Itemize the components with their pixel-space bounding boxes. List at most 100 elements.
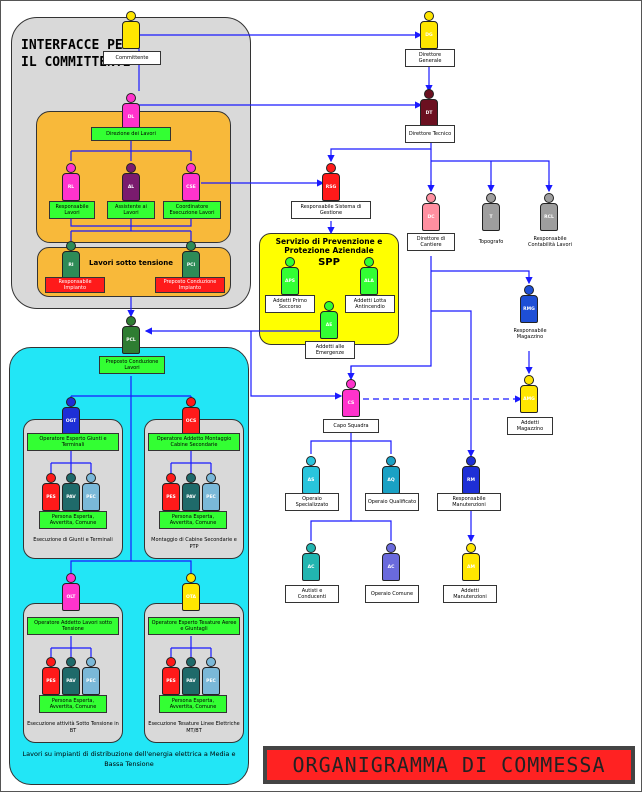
ota-box: Operatore Esperto Tesature Aeree e Giunt… [148, 617, 240, 635]
person-head [386, 543, 396, 553]
person-code: AS [307, 477, 315, 483]
person-code: AC [307, 564, 315, 570]
person-code: PEC [86, 678, 96, 684]
person-body: AL [122, 173, 140, 201]
person-head [186, 163, 196, 173]
cabine-caption: Montaggio di Cabine Secondarie e PTP [151, 537, 237, 550]
person-body: PEC [202, 483, 220, 511]
preposto-pcl-box: Preposto Conduzione Lavori [99, 356, 165, 374]
al-person-icon: AL [122, 163, 140, 201]
person-body: PCI [182, 251, 200, 279]
person-head [66, 163, 76, 173]
rm-label: Responsabile Manutenzioni [437, 493, 501, 511]
pec-person-icon: PEC [82, 473, 100, 511]
rl-person-icon: RL [62, 163, 80, 201]
person-head [486, 193, 496, 203]
person-body: OCS [182, 407, 200, 435]
dc-person-icon: DC [422, 193, 440, 231]
person-head [285, 257, 295, 267]
rmg-person-icon: RMG [520, 285, 538, 323]
person-code: PEC [206, 494, 216, 500]
person-code: PCL [126, 337, 136, 343]
ae-person-icon: AE [320, 301, 338, 339]
responsabile-impianto-box: Responsabile Impianto [45, 277, 105, 293]
ac2-label: Operaio Comune [365, 585, 419, 603]
person-body: AM [462, 553, 480, 581]
person-code: PEC [86, 494, 96, 500]
aps-person-icon: APS [281, 257, 299, 295]
person-code: APS [284, 278, 296, 284]
person-body: OLT [62, 583, 80, 611]
cs-person-icon: CS [342, 379, 360, 417]
person-head [186, 473, 196, 483]
ae-label: Addetti alle Emergenze [305, 341, 355, 359]
person-body: AQ [382, 466, 400, 494]
pes-person-icon: PES [42, 473, 60, 511]
responsabile-lavori-box: Responsabile Lavori [49, 201, 95, 219]
person-body [122, 21, 140, 49]
person-code: PAV [186, 678, 196, 684]
coordinatore-box: Coordinatore Esecuzione Lavori [163, 201, 221, 219]
pec-person-icon: PEC [82, 657, 100, 695]
person-head [524, 285, 534, 295]
person-body: ALA [360, 267, 378, 295]
tesature-caption: Esecuzione Tesature Linee Elettriche MT/… [148, 721, 240, 734]
pes-person-icon: PES [162, 657, 180, 695]
person-head [206, 473, 216, 483]
person-code: DC [427, 214, 435, 220]
committente-person-icon [122, 11, 140, 49]
preposto-impianto-box: Preposto Conduzione Impianto [155, 277, 225, 293]
organigram-title: ORGANIGRAMMA DI COMMESSA [263, 746, 635, 784]
person-head [186, 573, 196, 583]
am-label: Addetti Manutenzioni [443, 585, 497, 603]
person-code: OGT [65, 418, 77, 424]
rcl-label: Responsabile Contabilità Lavori [527, 236, 572, 248]
person-body: CSE [182, 173, 200, 201]
person-body: PAV [62, 483, 80, 511]
rcl-person-icon: RCL [540, 193, 558, 231]
person-body: PAV [182, 667, 200, 695]
person-head [186, 397, 196, 407]
pav-person-icon: PAV [62, 473, 80, 511]
giunti-caption: Esecuzione di Giunti e Terminali [33, 537, 113, 543]
dl-person-icon: DL [122, 93, 140, 131]
person-code: PES [46, 678, 56, 684]
person-body: AE [320, 311, 338, 339]
person-code: PES [46, 494, 56, 500]
person-code: RI [68, 262, 74, 268]
person-head [424, 11, 434, 21]
person-body: DG [420, 21, 438, 49]
person-code: AQ [387, 477, 395, 483]
pec-person-icon: PEC [202, 657, 220, 695]
person-body: DT [420, 99, 438, 127]
person-head [86, 657, 96, 667]
dc-label: Direttore di Cantiere [407, 233, 455, 251]
person-body: AS [302, 466, 320, 494]
dt-person-icon: DT [420, 89, 438, 127]
person-code: CS [347, 400, 355, 406]
person-head [66, 657, 76, 667]
person-body: PCL [122, 326, 140, 354]
persona-box: Persona Esperta, Avvertita, Comune [159, 695, 227, 713]
ac2-person-icon: AC [382, 543, 400, 581]
person-code: ALA [364, 278, 374, 284]
rsg-person-icon: RSG [322, 163, 340, 201]
person-head [126, 163, 136, 173]
person-body: RM [462, 466, 480, 494]
person-body: OGT [62, 407, 80, 435]
person-code: RSG [325, 184, 337, 190]
ogt-box: Operatore Esperto Giunti e Terminali [27, 433, 119, 451]
ac1-label: Autisti e Conducenti [285, 585, 339, 603]
person-body: AMG [520, 385, 538, 413]
person-head [306, 456, 316, 466]
person-code: PAV [66, 678, 76, 684]
person-head [166, 473, 176, 483]
person-head [66, 397, 76, 407]
person-code: AMG [523, 396, 535, 402]
person-head [66, 573, 76, 583]
person-code: PAV [66, 494, 76, 500]
spp-title: Servizio di Prevenzione e Protezione Azi… [275, 237, 383, 255]
person-head [126, 11, 136, 21]
dg-person-icon: DG [420, 11, 438, 49]
person-head [466, 543, 476, 553]
